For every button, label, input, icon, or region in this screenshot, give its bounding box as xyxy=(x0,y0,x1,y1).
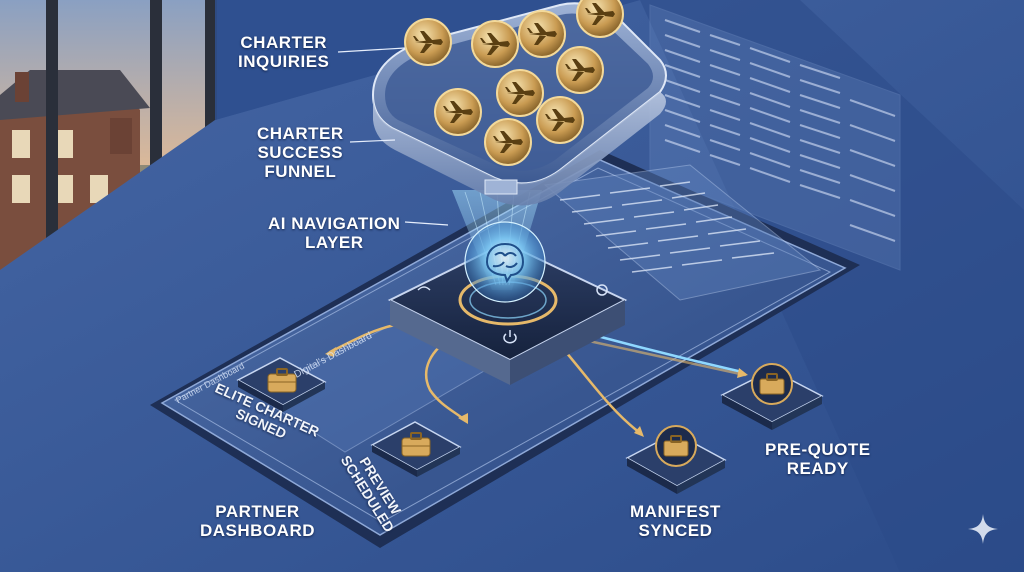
label-line: MANIFEST xyxy=(630,502,721,521)
manifest-briefcase-icon xyxy=(663,435,689,457)
airplane-coins xyxy=(404,0,624,166)
label-line: READY xyxy=(786,459,849,478)
label-line: SYNCED xyxy=(638,521,713,540)
signal-icon xyxy=(417,286,431,291)
label-partner-dashboard: PARTNER DASHBOARD xyxy=(200,502,315,540)
label-line: INQUIRIES xyxy=(238,52,330,71)
label-pre-quote-ready: PRE-QUOTE READY xyxy=(765,440,871,478)
airplane-icon xyxy=(496,69,544,117)
prequote-briefcase-icon xyxy=(759,373,785,395)
sparkle-icon xyxy=(968,514,998,544)
label-success-funnel: CHARTER SUCCESS FUNNEL xyxy=(257,124,344,181)
label-line: CHARTER xyxy=(257,124,344,143)
elite-briefcase-icon xyxy=(267,368,297,393)
brain-icon xyxy=(485,242,525,284)
label-line: CHARTER xyxy=(240,33,327,52)
leader-lines xyxy=(337,47,449,226)
airplane-icon xyxy=(576,0,624,38)
power-icon xyxy=(503,330,517,344)
label-charter-inquiries: CHARTER INQUIRIES xyxy=(238,33,329,71)
label-line: DASHBOARD xyxy=(200,521,315,540)
airplane-icon xyxy=(434,88,482,136)
airplane-icon xyxy=(536,96,584,144)
label-line: PARTNER xyxy=(215,502,300,521)
label-line: SUCCESS xyxy=(257,143,344,162)
label-ai-layer: AI NAVIGATION LAYER xyxy=(268,214,400,252)
airplane-icon xyxy=(404,18,452,66)
airplane-icon xyxy=(484,118,532,166)
label-line: AI NAVIGATION xyxy=(268,214,401,233)
label-line: PRE-QUOTE xyxy=(765,440,871,459)
label-line: LAYER xyxy=(304,233,364,252)
gear-icon xyxy=(596,284,608,296)
arrow-heads xyxy=(325,347,748,437)
label-line: FUNNEL xyxy=(264,162,337,181)
ai-orb xyxy=(465,222,545,302)
preview-briefcase-icon xyxy=(401,432,431,457)
airplane-icon xyxy=(471,20,519,68)
airplane-icon xyxy=(518,10,566,58)
airplane-icon xyxy=(556,46,604,94)
label-manifest-synced: MANIFEST SYNCED xyxy=(630,502,721,540)
